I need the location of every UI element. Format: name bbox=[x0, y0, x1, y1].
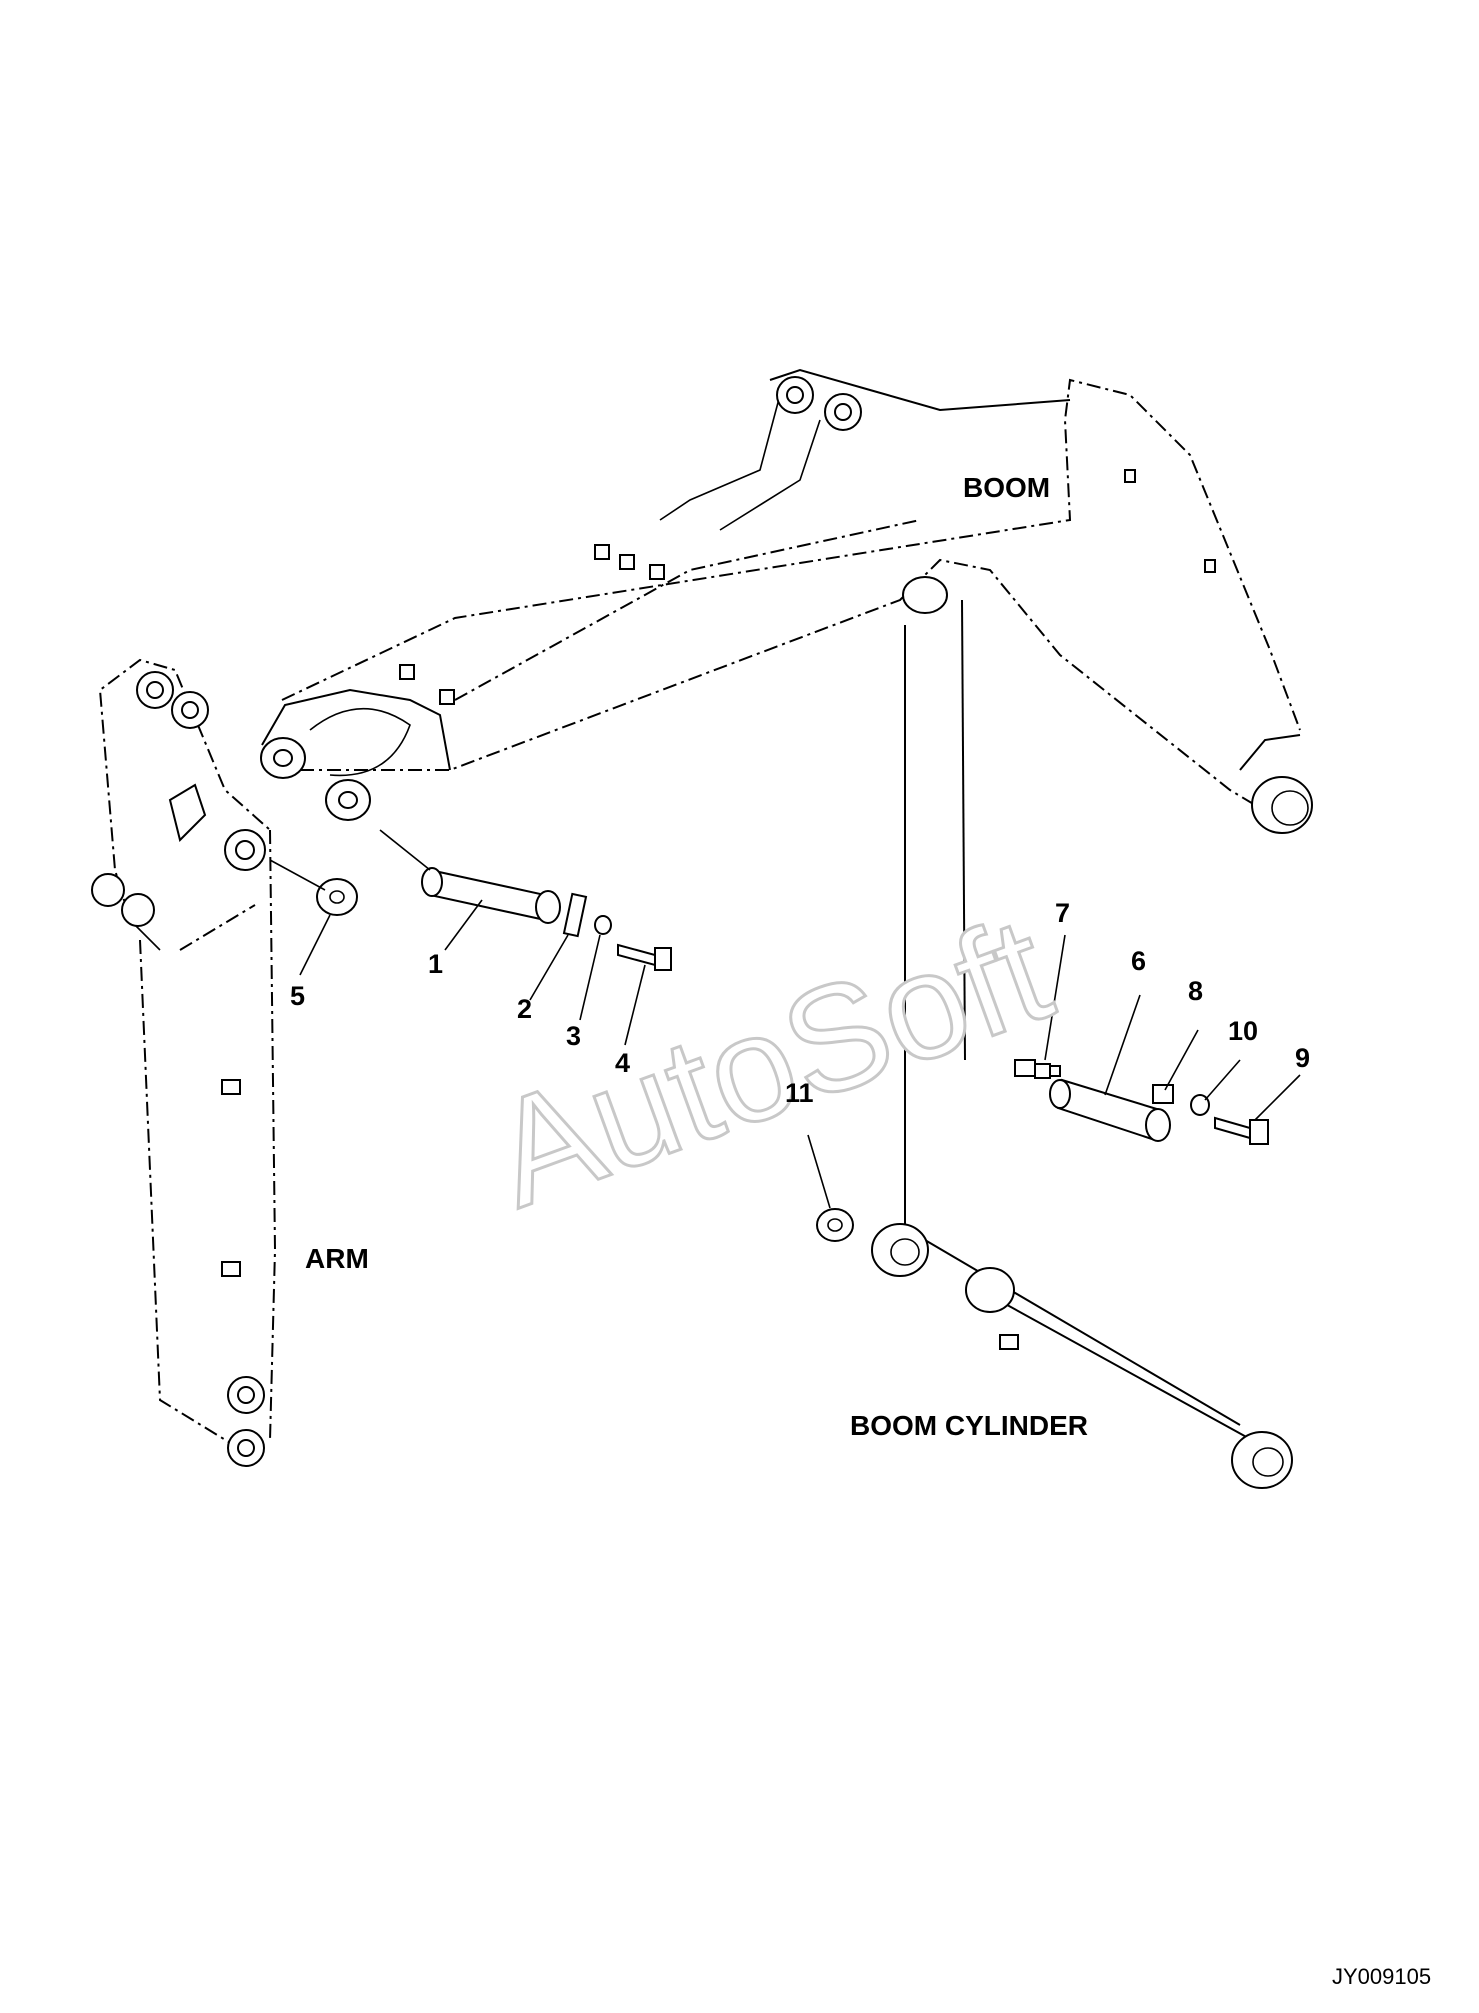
boom-cylinder-drawing bbox=[871, 599, 1293, 1489]
callout-5: 5 bbox=[290, 981, 305, 1011]
callout-10: 10 bbox=[1228, 1016, 1258, 1046]
shim-item-11 bbox=[816, 1208, 854, 1242]
grease-fitting-item-7 bbox=[1014, 1059, 1061, 1079]
watermark-text: AutoSoft bbox=[471, 884, 1069, 1239]
pin-item-6 bbox=[1049, 1078, 1171, 1142]
arm-drawing bbox=[91, 658, 277, 1467]
washer-item-3 bbox=[594, 915, 612, 935]
plate-item-8 bbox=[1152, 1084, 1174, 1104]
washer-item-10 bbox=[1190, 1094, 1210, 1116]
parts-exploded bbox=[269, 829, 1269, 1242]
callout-3: 3 bbox=[566, 1021, 581, 1051]
callout-2: 2 bbox=[517, 994, 532, 1024]
figure-code: JY009105 bbox=[1332, 1964, 1431, 1989]
leader-lines bbox=[299, 899, 1301, 1209]
callout-9: 9 bbox=[1295, 1043, 1310, 1073]
boom-drawing bbox=[260, 368, 1313, 834]
plate-item-2 bbox=[562, 892, 588, 938]
callout-7: 7 bbox=[1055, 898, 1070, 928]
callout-8: 8 bbox=[1188, 976, 1203, 1006]
label-boom-cylinder: BOOM CYLINDER bbox=[850, 1410, 1088, 1441]
label-boom: BOOM bbox=[963, 472, 1050, 503]
callout-4: 4 bbox=[615, 1048, 630, 1078]
pin-item-1 bbox=[421, 867, 561, 924]
callout-1: 1 bbox=[428, 949, 443, 979]
shim-item-5 bbox=[316, 878, 358, 916]
callout-6: 6 bbox=[1131, 946, 1146, 976]
label-arm: ARM bbox=[305, 1243, 369, 1274]
bolt-item-4 bbox=[617, 943, 672, 971]
callout-11: 11 bbox=[785, 1078, 814, 1108]
bolt-item-9 bbox=[1214, 1116, 1269, 1145]
